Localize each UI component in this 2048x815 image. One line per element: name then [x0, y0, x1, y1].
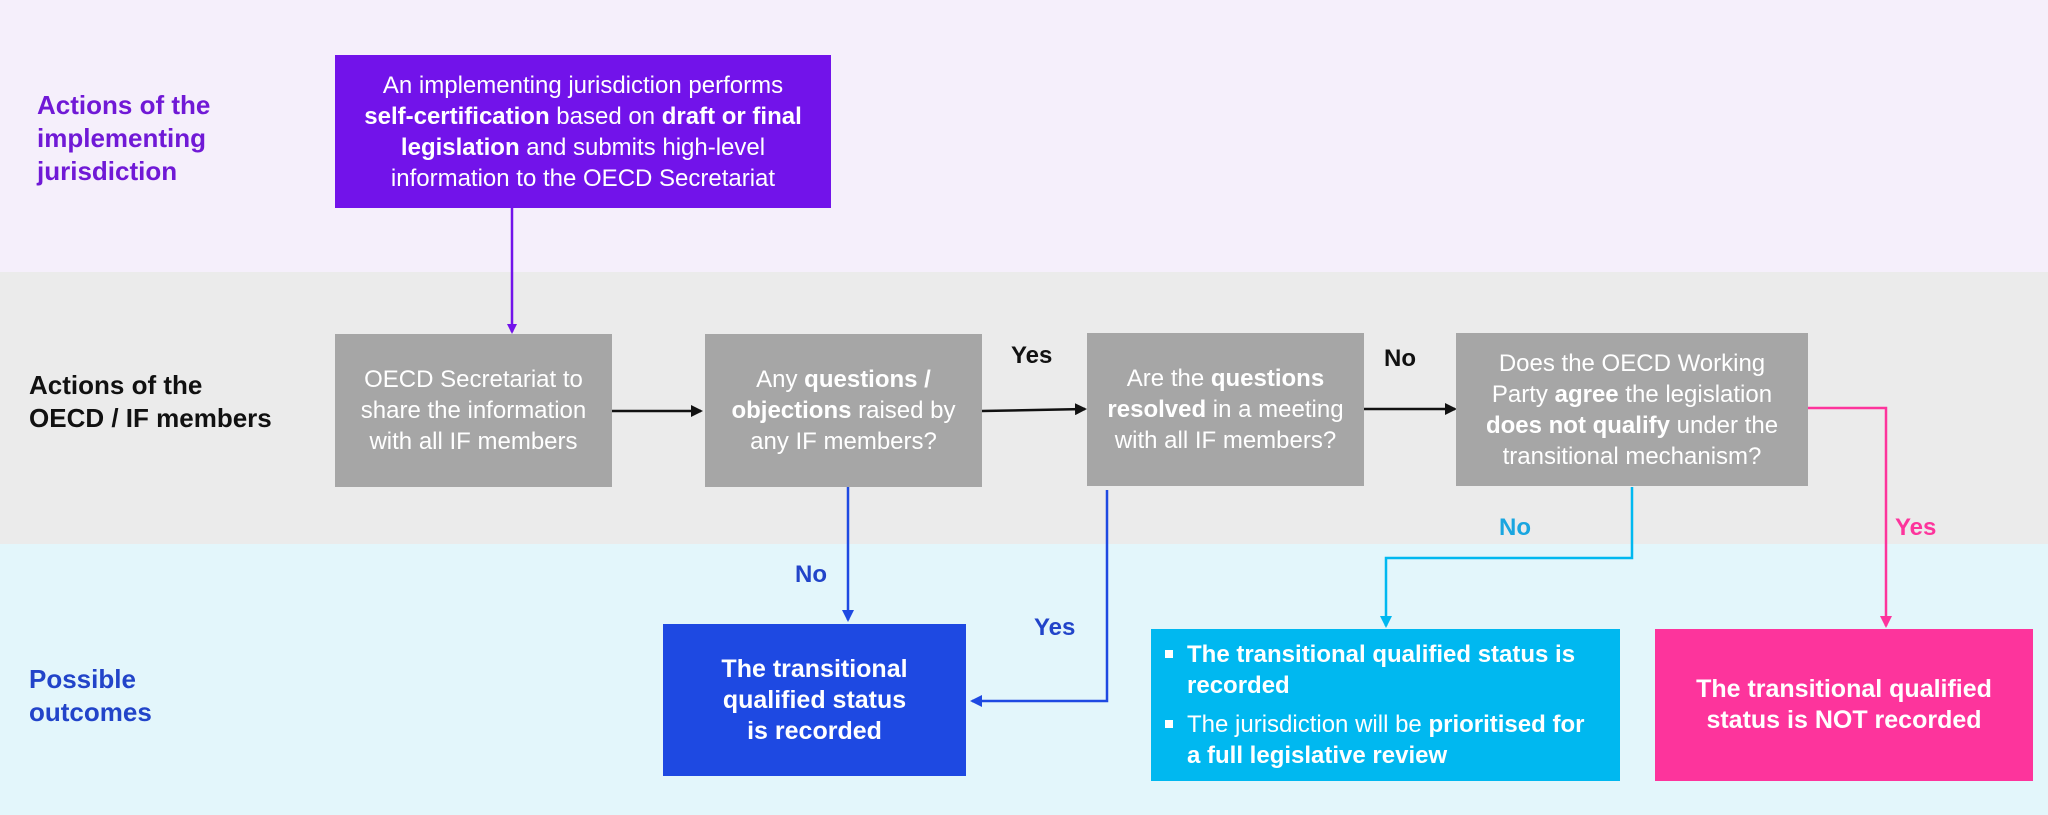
- share-information-box: OECD Secretariat to share the informatio…: [335, 334, 612, 487]
- bullet-square-icon: [1165, 650, 1173, 658]
- working-party-agree-decision: Does the OECD Working Party agree the le…: [1456, 333, 1808, 486]
- arrow-wp-no: [1380, 487, 1634, 628]
- bullet-item: The transitional qualified status is rec…: [1159, 639, 1602, 701]
- edge-label-wp-yes: Yes: [1895, 514, 1937, 541]
- lane-label-oecd: Actions of the OECD / IF members: [29, 370, 272, 433]
- edge-label-resolved-no: No: [1384, 345, 1416, 372]
- outcome-status-recorded: The transitional qualified status is rec…: [663, 624, 966, 776]
- questions-resolved-decision: Are the questions resolved in a meeting …: [1087, 333, 1364, 486]
- edge-label-questions-yes: Yes: [1011, 342, 1053, 369]
- edge-label-resolved-yes: Yes: [1034, 614, 1076, 641]
- outcome-recorded-with-review: The transitional qualified status is rec…: [1151, 629, 1620, 781]
- bullet-square-icon: [1165, 720, 1173, 728]
- arrow-wp-yes: [1808, 406, 1892, 628]
- self-certification-box: An implementing jurisdiction performs se…: [335, 55, 831, 208]
- lane-label-implementing: Actions of the implementing jurisdiction: [37, 90, 211, 186]
- lane-label-outcomes: Possible outcomes: [29, 664, 152, 727]
- bullet-item: The jurisdiction will be prioritised for…: [1159, 709, 1602, 771]
- edge-label-questions-no: No: [795, 561, 827, 588]
- outcome-status-not-recorded: The transitional qualified status is NOT…: [1655, 629, 2033, 781]
- arrow-questions-yes: [981, 403, 1087, 416]
- arrow-resolved-yes: [970, 490, 1109, 707]
- questions-objections-decision: Any questions / objections raised by any…: [705, 334, 982, 487]
- edge-label-wp-no: No: [1499, 514, 1531, 541]
